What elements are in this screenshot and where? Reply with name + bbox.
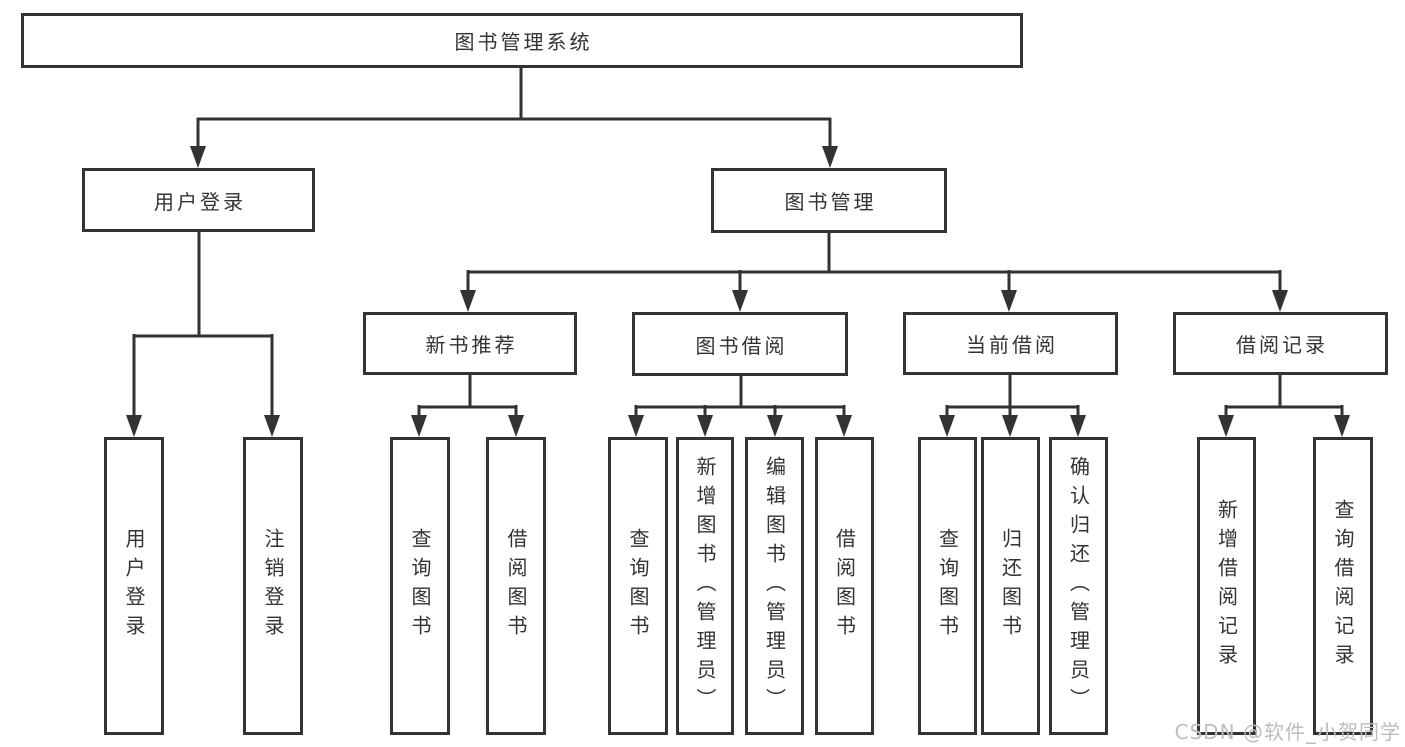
leaf-current-confirm-label: 确认归还（管理员） bbox=[1066, 455, 1091, 717]
node-borrow-record: 借阅记录 bbox=[1173, 312, 1388, 375]
node-book-borrow: 图书借阅 bbox=[632, 312, 848, 376]
leaf-record-query: 查询借阅记录 bbox=[1313, 437, 1373, 735]
leaf-current-confirm: 确认归还（管理员） bbox=[1049, 437, 1108, 735]
leaf-current-query: 查询图书 bbox=[918, 437, 977, 735]
leaf-borrow-query-label: 查询图书 bbox=[626, 528, 650, 644]
csdn-watermark: CSDN @软件_小贺同学 bbox=[1174, 720, 1401, 744]
leaf-borrow-add: 新增图书（管理员） bbox=[676, 437, 734, 735]
node-book-mgmt-label: 图书管理 bbox=[784, 190, 877, 214]
leaf-record-add: 新增借阅记录 bbox=[1197, 437, 1256, 735]
leaf-borrow-borrow-label: 借阅图书 bbox=[832, 528, 857, 644]
node-current-borrow-label: 当前借阅 bbox=[966, 333, 1058, 357]
node-book-mgmt: 图书管理 bbox=[711, 168, 947, 233]
leaf-newbook-borrow: 借阅图书 bbox=[486, 437, 546, 735]
arrowheads bbox=[126, 146, 1350, 437]
node-new-book-label: 新书推荐 bbox=[425, 333, 518, 357]
leaf-borrow-borrow: 借阅图书 bbox=[815, 437, 874, 735]
leaf-newbook-borrow-label: 借阅图书 bbox=[504, 528, 528, 644]
leaf-record-query-label: 查询借阅记录 bbox=[1331, 499, 1355, 673]
node-borrow-record-label: 借阅记录 bbox=[1236, 333, 1328, 357]
leaf-newbook-query: 查询图书 bbox=[390, 437, 450, 735]
node-root: 图书管理系统 bbox=[21, 13, 1023, 68]
leaf-logout: 注销登录 bbox=[243, 437, 303, 735]
leaf-logout-label: 注销登录 bbox=[261, 528, 285, 644]
leaf-borrow-add-label: 新增图书（管理员） bbox=[693, 455, 717, 717]
leaf-borrow-edit-label: 编辑图书（管理员） bbox=[762, 455, 787, 717]
node-current-borrow: 当前借阅 bbox=[903, 312, 1118, 375]
node-user-login-label: 用户登录 bbox=[154, 189, 246, 214]
node-root-label: 图书管理系统 bbox=[454, 30, 593, 54]
node-new-book: 新书推荐 bbox=[363, 312, 577, 375]
connector-group bbox=[132, 66, 1344, 418]
leaf-current-return-label: 归还图书 bbox=[998, 528, 1023, 644]
leaf-record-add-label: 新增借阅记录 bbox=[1214, 499, 1239, 673]
node-user-login: 用户登录 bbox=[82, 168, 315, 232]
leaf-user-login-label: 用户登录 bbox=[122, 528, 146, 644]
leaf-current-query-label: 查询图书 bbox=[935, 528, 960, 644]
node-book-borrow-label: 图书借阅 bbox=[695, 333, 788, 358]
leaf-current-return: 归还图书 bbox=[981, 437, 1040, 735]
leaf-borrow-query: 查询图书 bbox=[608, 437, 668, 735]
leaf-user-login: 用户登录 bbox=[104, 437, 164, 735]
leaf-borrow-edit: 编辑图书（管理员） bbox=[745, 437, 804, 735]
leaf-newbook-query-label: 查询图书 bbox=[408, 528, 432, 644]
